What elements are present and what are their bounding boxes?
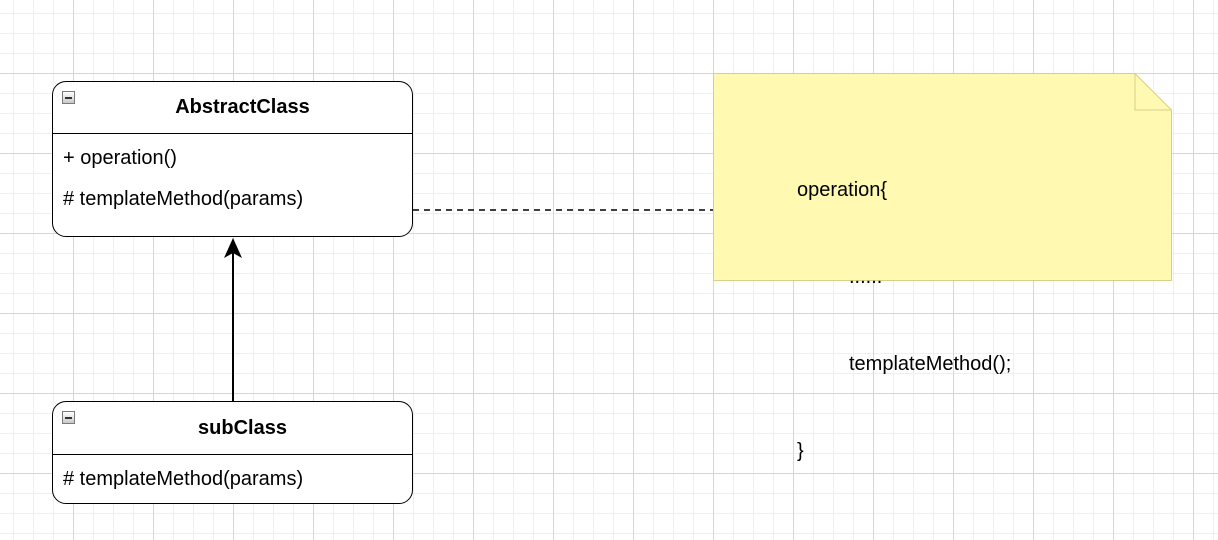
inheritance-arrowhead — [224, 238, 242, 258]
abstract-class-header[interactable]: AbstractClass — [53, 82, 412, 134]
class-member-template-method[interactable]: # templateMethod(params) — [63, 468, 304, 490]
note-line-4: } — [797, 440, 804, 462]
collapse-icon[interactable] — [62, 411, 75, 424]
sub-class-header[interactable]: subClass — [53, 402, 412, 455]
note-fold-corner — [1134, 73, 1172, 111]
note-body — [713, 73, 1172, 281]
class-name: AbstractClass — [175, 96, 310, 118]
note-background — [713, 73, 1172, 281]
note-shape[interactable]: operation{ ...... templateMethod(); } — [713, 73, 1172, 462]
class-member-operation[interactable]: + operation() — [63, 147, 177, 169]
sub-class-box[interactable]: subClass # templateMethod(params) — [52, 401, 413, 504]
note-line-1: operation{ — [797, 179, 888, 201]
collapse-icon[interactable] — [62, 91, 75, 104]
class-name: subClass — [198, 416, 287, 439]
note-text: operation{ ...... templateMethod(); } — [797, 118, 1011, 524]
class-member-template-method[interactable]: # templateMethod(params) — [63, 188, 304, 210]
note-line-2: ...... — [849, 266, 883, 288]
abstract-class-box[interactable]: AbstractClass + operation() # templateMe… — [52, 81, 413, 237]
note-line-3: templateMethod(); — [849, 353, 1012, 375]
